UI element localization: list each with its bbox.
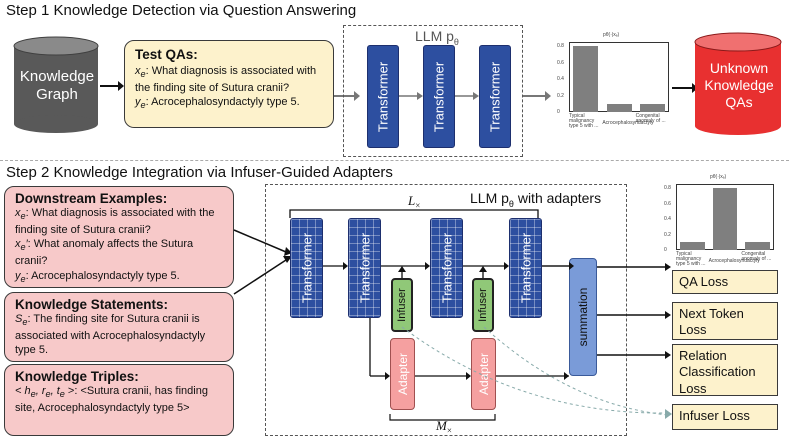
transformer2-block-2: Transformer [348, 218, 381, 318]
mini-chart-step2: pθ(·|xₑ) Typical malignancy type 5 with … [662, 172, 777, 276]
chart-bar [606, 103, 632, 112]
llm2-suffix: with adapters [513, 190, 602, 206]
chart-y-tick: 0 [664, 247, 667, 253]
chart-tick-label: Typical malignancy type 5 with ... [569, 113, 599, 129]
statements-heading: Knowledge Statements: [15, 297, 169, 312]
chart-y-tick: 0.4 [664, 216, 671, 222]
chart-bar [680, 242, 705, 250]
step-divider [0, 160, 789, 161]
llm-label-text: LLM p [415, 28, 454, 44]
m-times-label: M× [436, 418, 452, 436]
statements-line: Se: The finding site for Sutura cranii i… [15, 313, 206, 357]
downstream-examples-box: Downstream Examples: xe: What diagnosis … [4, 186, 234, 288]
triples-heading: Knowledge Triples: [15, 369, 139, 384]
llm-label-step1: LLM pθ [415, 28, 459, 47]
chart-tick-label: Congenital anomaly of ... [741, 251, 772, 262]
step2-connectors [323, 262, 574, 421]
adapter-block-2: Adapter [471, 338, 496, 410]
chart-y-tick: 0.2 [557, 92, 564, 99]
knowledge-triples-box: Knowledge Triples: < he, re, te >: <Sutu… [4, 364, 234, 436]
chart-bar [712, 188, 738, 250]
transformer2-block-1: Transformer [290, 218, 323, 318]
downstream-line3: ye: Acrocephalosyndactyly type 5. [15, 269, 180, 284]
chart-tick-label: Typical malignancy type 5 with ... [676, 251, 706, 267]
xe-text: : What diagnosis is associated with the … [135, 65, 317, 94]
chart-tick-label: Acrocephalosyndactyly [708, 258, 760, 264]
chart-y-tick: 0 [557, 109, 560, 115]
chart2-title: pθ(·|xₑ) [710, 174, 727, 180]
l-symbol: L [408, 193, 416, 208]
x-prime-symbol: x [15, 238, 21, 251]
arrow-kg-to-qas [100, 81, 124, 91]
chart-bar [639, 103, 665, 112]
step1-title: Step 1 Knowledge Detection via Question … [6, 2, 357, 19]
downstream-line2: xe′: What anomaly affects the Sutura cra… [15, 238, 194, 267]
ye-symbol: y [135, 96, 141, 109]
transformer-block-3: Transformer [479, 45, 511, 148]
next-token-loss-box: Next Token Loss [672, 302, 778, 340]
knowledge-graph-cylinder [13, 36, 99, 133]
s-symbol: S [15, 313, 23, 325]
chart-y-tick: 0.8 [664, 185, 671, 191]
chart-y-tick: 0.6 [664, 200, 671, 207]
test-qas-heading: Test QAs: [135, 47, 198, 62]
chart-y-tick: 0.8 [557, 43, 564, 49]
chart-bar [745, 242, 770, 250]
chart-y-tick: 0.2 [664, 231, 671, 238]
knowledge-graph-label: Knowledge Graph [19, 68, 95, 103]
step2-title: Step 2 Knowledge Integration via Infuser… [6, 164, 393, 181]
xe-symbol: x [135, 65, 141, 77]
llm-arrows-step1 [399, 92, 479, 100]
chart-bar [573, 46, 599, 112]
l-times: × [415, 200, 421, 211]
l-brace [289, 209, 539, 218]
statements-text: : The finding site for Sutura cranii is … [15, 313, 206, 357]
infuser-loss-box: Infuser Loss [672, 404, 778, 430]
summation-block: summation [569, 258, 597, 376]
m-times: × [446, 425, 452, 436]
chart-y-tick: 0.6 [557, 59, 564, 66]
transformer2-block-4: Transformer [509, 218, 542, 318]
unknown-knowledge-cylinder [694, 32, 782, 135]
infuser-block-2: Infuser [472, 278, 494, 332]
infuser-loss-arrows [401, 326, 672, 419]
chart-y-tick: 0.4 [557, 76, 564, 82]
transformer-block-1: Transformer [367, 45, 399, 148]
l-times-label: L× [408, 193, 420, 211]
llm-box-step1 [343, 25, 523, 157]
llm-adapters-box [265, 184, 627, 436]
llm-adapters-label: LLM pθ with adapters [470, 190, 602, 209]
test-qas-box: Test QAs: xe: What diagnosis is associat… [124, 40, 334, 128]
downstream-line2-text: : What anomaly affects the Sutura cranii… [15, 238, 194, 267]
triples-text: >: <Sutura cranii, has finding site, Acr… [15, 385, 208, 414]
input-arrows [233, 229, 292, 295]
test-qas-ye: ye: Acrocephalosyndactyly type 5. [135, 96, 300, 111]
downstream-line1: xe: What diagnosis is associated with th… [15, 207, 215, 236]
relation-classification-loss-box: Relation Classification Loss [672, 344, 778, 396]
arrow-qas-to-llm [334, 91, 360, 101]
triples-line: < he, re, te >: <Sutura cranii, has find… [15, 385, 208, 414]
y-symbol: y [15, 269, 21, 282]
mini-chart-step1: pθ(·|xₑ) Typical malignancy type 5 with … [553, 30, 673, 138]
infuser-block-1: Infuser [391, 278, 413, 332]
downstream-line1-text: : What diagnosis is associated with the … [15, 207, 215, 236]
chart1-title: pθ(·|xₑ) [603, 32, 620, 38]
chart-tick-label: Acrocephalosyndactyly [602, 120, 654, 126]
m-symbol: M [436, 418, 447, 433]
unknown-knowledge-label: Unknown Knowledge QAs [704, 60, 774, 110]
arrow-llm-to-chart [523, 91, 551, 101]
chart-tick-label: Congenital anomaly of ... [635, 113, 666, 124]
summation-to-loss-arrows [597, 263, 671, 359]
knowledge-statements-box: Knowledge Statements: Se: The finding si… [4, 292, 234, 362]
x-symbol: x [15, 207, 21, 219]
adapter-block-1: Adapter [390, 338, 415, 410]
downstream-heading: Downstream Examples: [15, 191, 168, 206]
downstream-line3-text: : Acrocephalosyndactyly type 5. [25, 269, 180, 282]
qa-loss-box: QA Loss [672, 270, 778, 294]
llm2-label-text: LLM p [470, 190, 509, 206]
transformer-block-2: Transformer [423, 45, 455, 148]
test-qas-xe: xe: What diagnosis is associated with th… [135, 65, 317, 94]
ye-text: : Acrocephalosyndactyly type 5. [145, 96, 300, 109]
transformer2-block-3: Transformer [430, 218, 463, 318]
